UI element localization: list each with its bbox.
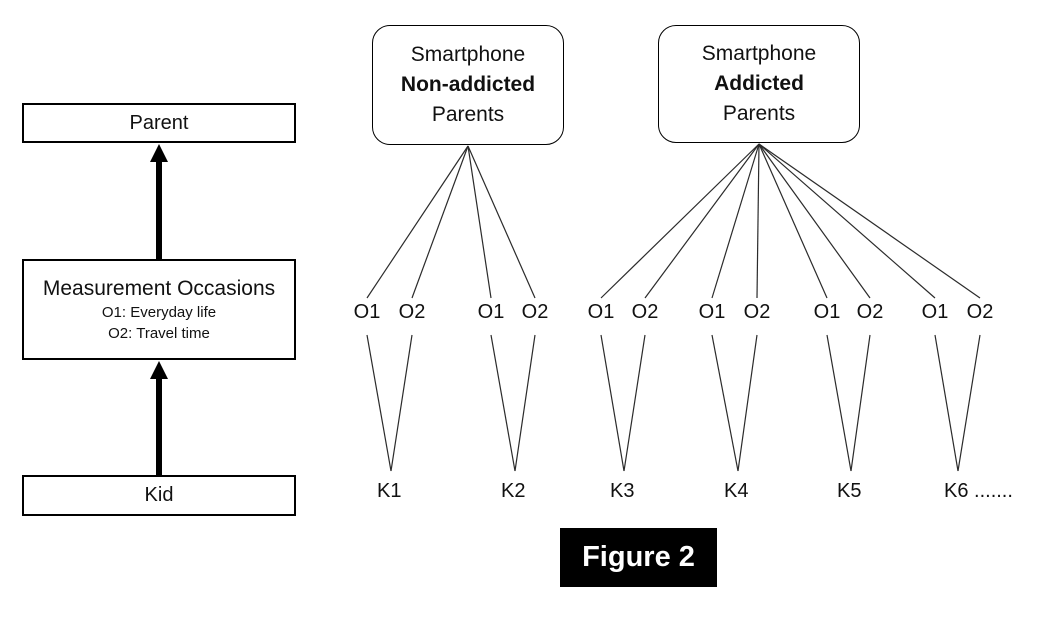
parent-occasion-line: [411, 145, 469, 299]
parent-occasion-line: [758, 143, 936, 299]
parent-occasion-line: [600, 143, 760, 299]
cluster-title-line-bold: Non-addicted: [400, 73, 536, 96]
cluster-box-non-addicted: Smartphone Non-addicted Parents: [372, 25, 564, 145]
occasion-kid-line: [514, 334, 536, 472]
occasion-label: O2: [521, 301, 549, 323]
parent-occasion-line: [758, 143, 871, 299]
parent-occasion-line: [644, 143, 760, 299]
occasion-kid-line: [850, 334, 871, 472]
occasion-kid-line: [490, 334, 516, 472]
occasion-kid-line: [390, 334, 413, 472]
parent-occasion-line: [467, 145, 492, 299]
kid-box-label: Kid: [144, 484, 174, 506]
kid-label: K6 .......: [944, 480, 1013, 502]
occasion-label: O1: [587, 301, 615, 323]
measurement-occasions-box: Measurement Occasions O1: Everyday life …: [22, 259, 296, 360]
occasion-label: O1: [353, 301, 381, 323]
parent-occasion-line: [758, 143, 981, 299]
kid-label: K2: [501, 480, 526, 502]
cluster-title-line-bold: Addicted: [714, 72, 804, 95]
occasion-kid-line: [957, 334, 981, 472]
occasion-label: O1: [477, 301, 505, 323]
figure-caption: Figure 2: [560, 528, 717, 587]
occasion-label: O2: [398, 301, 426, 323]
occasion-kid-line: [600, 334, 625, 472]
occasion-kid-line: [934, 334, 959, 472]
kid-label: K5: [837, 480, 862, 502]
occasion-kid-line: [711, 334, 739, 472]
occasion-label: O2: [856, 301, 884, 323]
occasion-kid-line: [623, 334, 646, 472]
occasion-kid-line: [826, 334, 852, 472]
occasion-label: O2: [966, 301, 994, 323]
occasion-kid-line: [737, 334, 758, 472]
occasion-kid-line: [366, 334, 392, 472]
figure-caption-label: Figure 2: [582, 541, 695, 573]
upward-arrow-head: [150, 361, 168, 379]
parent-occasion-line: [711, 143, 760, 299]
cluster-box-addicted: Smartphone Addicted Parents: [658, 25, 860, 143]
parent-occasion-line: [467, 145, 536, 299]
cluster-title-line: Parents: [722, 102, 796, 125]
cluster-title-line: Parents: [431, 103, 505, 126]
occasion-label: O1: [813, 301, 841, 323]
measurement-box-title: Measurement Occasions: [42, 277, 276, 300]
occasion-label: O1: [698, 301, 726, 323]
parent-box: Parent: [22, 103, 296, 143]
parent-occasion-line: [758, 143, 828, 299]
occasion-label: O2: [631, 301, 659, 323]
kid-label: K1: [377, 480, 402, 502]
cluster-title-line: Smartphone: [410, 43, 526, 66]
kid-box: Kid: [22, 475, 296, 516]
kid-label: K4: [724, 480, 749, 502]
upward-arrow-head: [150, 144, 168, 162]
cluster-title-line: Smartphone: [701, 42, 817, 65]
occasion-label: O2: [743, 301, 771, 323]
kid-label: K3: [610, 480, 635, 502]
occasion-label: O1: [921, 301, 949, 323]
parent-occasion-line: [756, 143, 760, 299]
parent-occasion-line: [366, 145, 469, 299]
measurement-item-everyday: O1: Everyday life: [101, 304, 217, 321]
measurement-item-travel: O2: Travel time: [108, 325, 210, 342]
parent-box-label: Parent: [129, 111, 189, 134]
